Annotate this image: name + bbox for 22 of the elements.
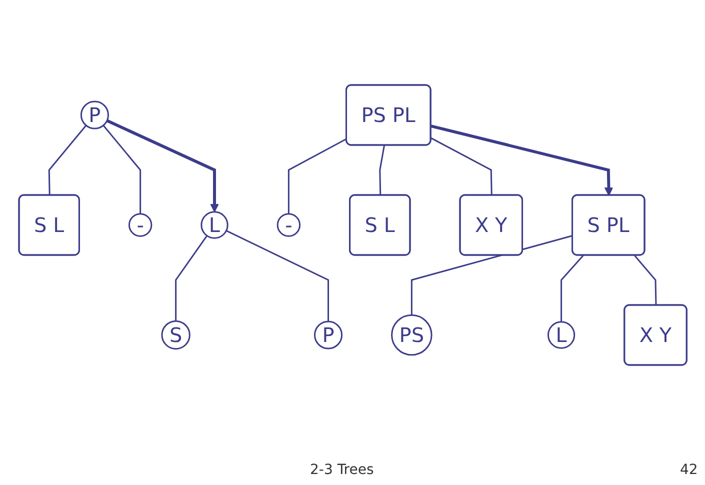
connector <box>410 234 573 316</box>
connector <box>226 230 329 322</box>
connector <box>430 137 492 196</box>
node-circle: P <box>80 100 109 130</box>
arrow <box>106 119 219 212</box>
connector <box>634 255 656 306</box>
node-circle: PS <box>390 314 432 356</box>
node-circle: L <box>547 321 575 349</box>
node-circle: S <box>160 320 190 350</box>
connector <box>102 124 141 214</box>
footer-title: 2-3 Trees <box>310 462 374 478</box>
connector <box>288 138 347 214</box>
node-circle: - <box>276 213 300 237</box>
connector <box>174 235 208 322</box>
arrow <box>430 124 613 196</box>
node-circle: P <box>314 320 342 350</box>
connector <box>378 145 385 196</box>
connector <box>48 124 86 196</box>
page-number: 42 <box>680 462 698 478</box>
node-circle: L <box>200 211 228 239</box>
connector <box>560 254 584 322</box>
node-circle: - <box>128 213 152 237</box>
